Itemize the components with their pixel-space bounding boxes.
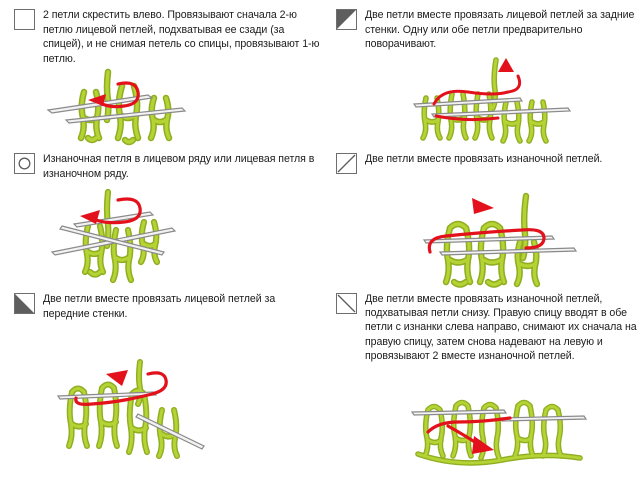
entry-description: Две петли вместе провязать лицевой петле…	[365, 9, 635, 51]
entry-purl-stitch: Изнаночная петля в лицевом ряду или лице…	[14, 152, 322, 292]
entry-knit-two-together-back-loops: Две петли вместе провязать лицевой петле…	[336, 8, 638, 154]
square-upper-left-triangle-symbol	[336, 8, 357, 30]
entry-header: Изнаночная петля в лицевом ряду или лице…	[14, 152, 322, 181]
entry-header: Две петли вместе провязать лицевой петле…	[14, 292, 322, 321]
entry-header: Две петли вместе провязать лицевой петле…	[336, 8, 638, 52]
entry-knit-two-together-front-loops: Две петли вместе провязать лицевой петле…	[14, 292, 322, 478]
entry-description: Две петли вместе провязать лицевой петле…	[43, 293, 276, 320]
entry-header: Две петли вместе провязать изнаночной пе…	[336, 152, 638, 174]
entry-description: 2 петли скрестить влево. Провязывают сна…	[43, 9, 320, 65]
square-lower-left-triangle-symbol	[14, 292, 35, 314]
square-with-circle-symbol	[14, 152, 35, 174]
entry-description: Две петли вместе провязать изнаночной пе…	[365, 153, 603, 165]
entry-purl-two-together-from-below: Две петли вместе провязать изнаночной пе…	[336, 292, 638, 478]
entry-header: 2 петли скрестить влево. Провязывают сна…	[14, 8, 322, 66]
entry-purl-two-together: Две петли вместе провязать изнаночной пе…	[336, 152, 638, 292]
entry-description: Две петли вместе провязать изнаночной пе…	[365, 293, 637, 362]
square-diagonal-up-symbol	[336, 152, 357, 174]
square-diagonal-down-symbol	[336, 292, 357, 314]
entry-description: Изнаночная петля в лицевом ряду или лице…	[43, 153, 315, 180]
empty-square-symbol	[14, 8, 35, 30]
entry-cross-two-left: 2 петли скрестить влево. Провязывают сна…	[14, 8, 322, 154]
entry-header: Две петли вместе провязать изнаночной пе…	[336, 292, 638, 363]
